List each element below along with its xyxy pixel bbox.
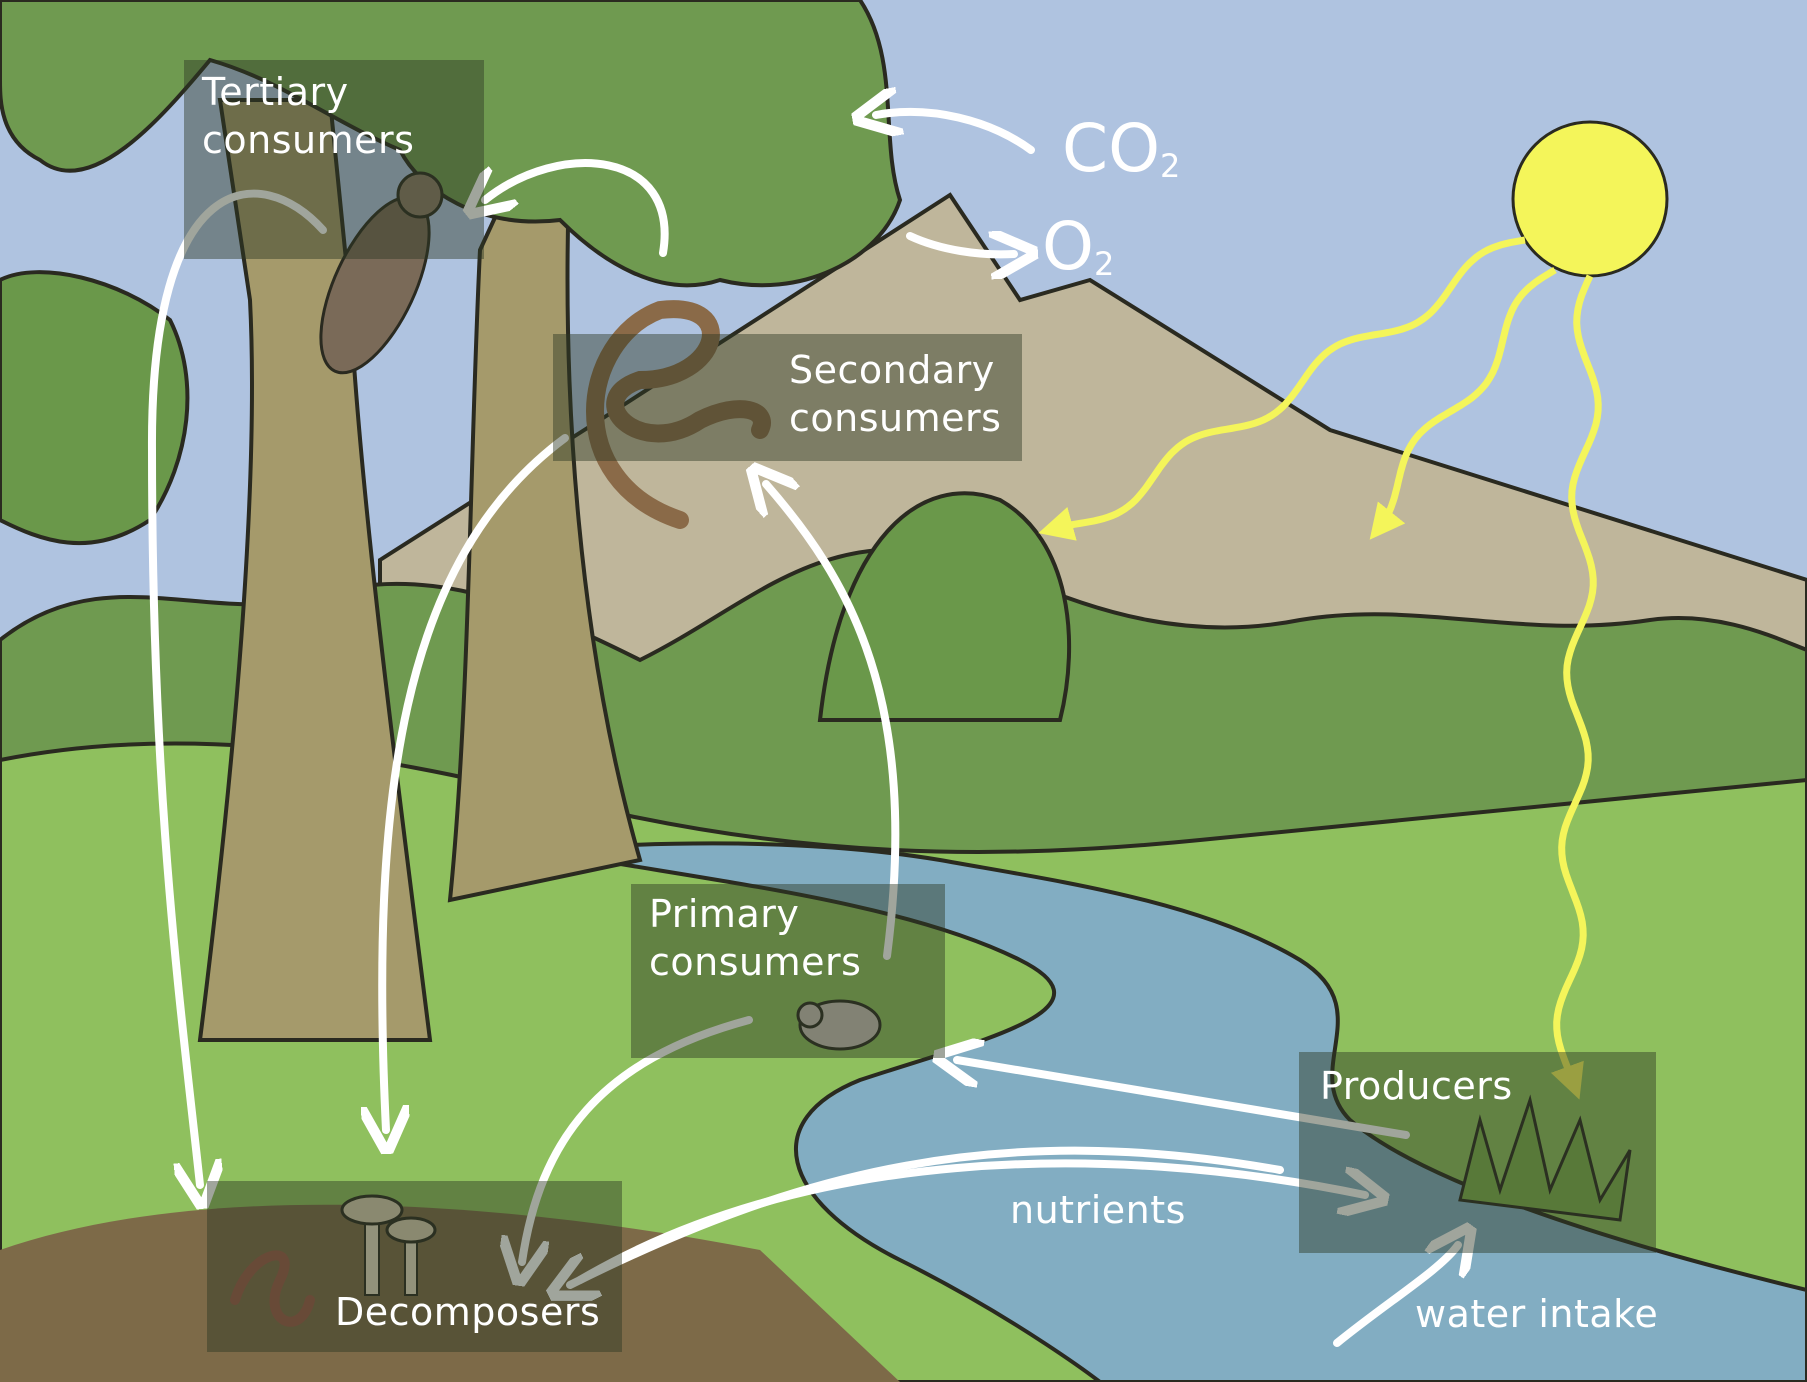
earthworm-icon <box>230 1250 315 1327</box>
arrow-primary-to-secondary <box>766 484 900 960</box>
sun <box>1511 120 1669 278</box>
decomposers-box <box>207 1181 622 1352</box>
o2-label: O2 <box>1042 212 1114 293</box>
sun-ray-3 <box>1550 274 1602 1100</box>
primary-consumers-box <box>631 884 945 1058</box>
nutrients-label: nutrients <box>1010 1188 1186 1232</box>
producers-label: Producers <box>1320 1064 1513 1108</box>
sun-ray-2 <box>1369 266 1557 540</box>
arrow-co2-to-tree <box>876 112 1035 154</box>
tertiary-consumers-label: Tertiary consumers <box>202 70 415 162</box>
bush <box>817 491 1072 722</box>
decomposers-label: Decomposers <box>335 1290 601 1334</box>
arrow-water-intake <box>1333 1245 1458 1347</box>
tertiary-consumers-box <box>184 60 484 259</box>
o2-subscript: 2 <box>1093 245 1115 283</box>
mouse-icon <box>796 999 882 1051</box>
tree-canopy-left <box>0 270 190 546</box>
arrow-primary-to-decomposers <box>522 1016 753 1262</box>
o2-base: O <box>1042 208 1094 285</box>
hawk-icon <box>319 171 444 375</box>
primary-consumers-label: Primary consumers <box>649 892 862 984</box>
producers-box <box>1299 1052 1656 1253</box>
arrow-producers-to-primary <box>957 1060 1410 1139</box>
arrow-secondary-to-decomposers <box>382 434 569 1130</box>
water-intake-label: water intake <box>1415 1292 1659 1336</box>
plant-icon <box>1458 1094 1632 1222</box>
secondary-consumers-box <box>553 334 1022 461</box>
sun-rays <box>1038 236 1602 1100</box>
snake-icon <box>586 300 771 529</box>
arrow-tree-to-o2 <box>906 236 1014 254</box>
co2-subscript: 2 <box>1160 147 1181 185</box>
arrow-secondary-to-tertiary <box>485 159 669 257</box>
mushroom-icon <box>340 1194 437 1296</box>
co2-base: CO <box>1062 110 1161 187</box>
co2-label: CO2 <box>1062 114 1180 195</box>
arrow-producers-to-decomposers <box>570 1146 1284 1285</box>
sun-ray-1 <box>1038 236 1526 541</box>
secondary-consumers-label: Secondary consumers <box>789 348 1002 440</box>
arrow-tertiary-to-decomposers <box>147 189 327 1185</box>
dirt <box>0 1204 900 1382</box>
